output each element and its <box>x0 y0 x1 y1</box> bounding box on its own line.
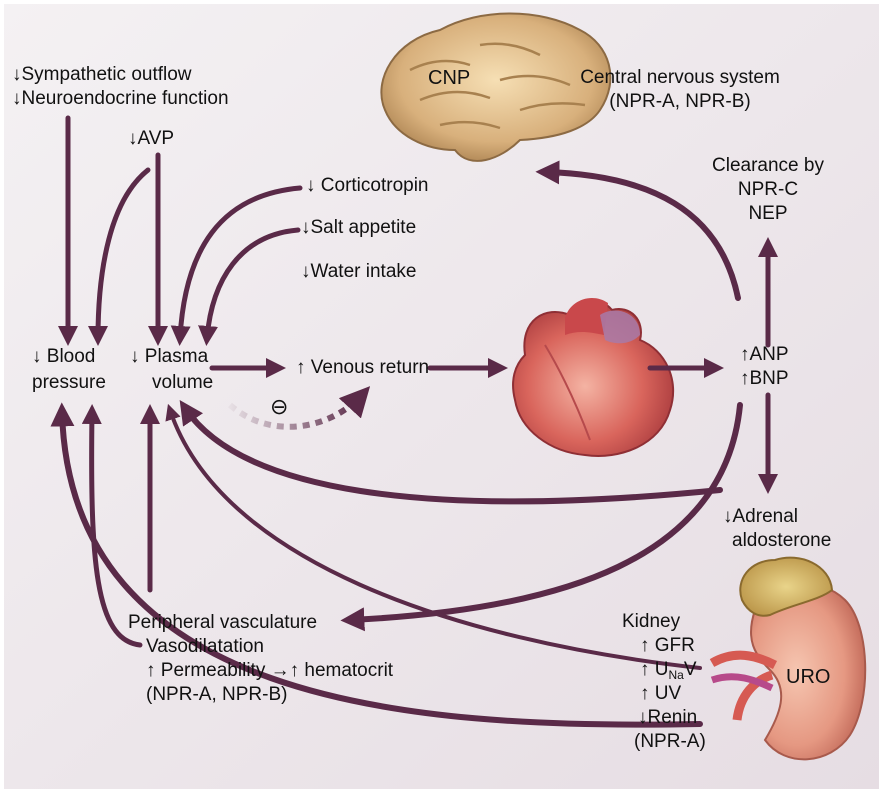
label-venous-return: ↑ Venous return <box>296 357 429 379</box>
label-vasodilatation: Vasodilatation <box>146 636 264 658</box>
label-nep: NEP <box>688 203 848 225</box>
label-water-intake: ↓Water intake <box>301 261 416 283</box>
label-npr-c: NPR-C <box>688 179 848 201</box>
label-corticotropin: ↓ Corticotropin <box>306 175 429 197</box>
unav-prefix: ↑ U <box>640 659 669 680</box>
label-unav: ↑ UNaV <box>640 659 697 681</box>
label-neuroendocrine: ↓Neuroendocrine function <box>12 88 229 110</box>
label-uv: ↑ UV <box>640 683 681 705</box>
label-kidney-receptor: (NPR-A) <box>634 731 706 753</box>
label-clearance: Clearance by <box>688 155 848 177</box>
label-sympathetic-outflow: ↓Sympathetic outflow <box>12 64 192 86</box>
label-avp: ↓AVP <box>128 128 174 150</box>
inhibit-sign: ⊖ <box>270 396 288 418</box>
label-blood: ↓ Blood <box>32 346 95 368</box>
label-peripheral-vasculature: Peripheral vasculature <box>128 612 317 634</box>
label-permeability: ↑ Permeability →↑ hematocrit <box>146 660 393 682</box>
label-pressure: pressure <box>32 372 106 394</box>
label-kidney: Kidney <box>622 611 680 633</box>
label-volume: volume <box>152 372 213 394</box>
label-anp: ↑ANP <box>740 344 789 366</box>
label-cnp: CNP <box>428 67 470 89</box>
label-bnp: ↑BNP <box>740 368 789 390</box>
label-periph-receptors: (NPR-A, NPR-B) <box>146 684 287 706</box>
label-renin: ↓Renin <box>638 707 697 729</box>
label-plasma: ↓ Plasma <box>130 346 208 368</box>
label-cns-receptors: (NPR-A, NPR-B) <box>560 91 800 113</box>
label-aldosterone: aldosterone <box>732 530 831 552</box>
label-cns-title: Central nervous system <box>560 67 800 89</box>
label-gfr: ↑ GFR <box>640 635 695 657</box>
label-adrenal: ↓Adrenal <box>723 506 798 528</box>
label-salt-appetite: ↓Salt appetite <box>301 217 416 239</box>
unav-subscript: Na <box>669 668 684 682</box>
label-uro: URO <box>786 666 830 688</box>
unav-suffix: V <box>684 659 697 680</box>
